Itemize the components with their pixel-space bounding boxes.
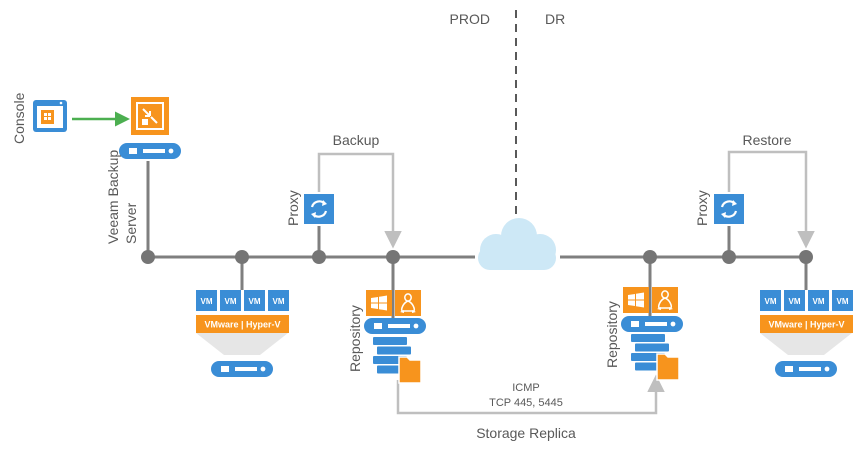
host-left[interactable]: VM VM VM VM VMware | Hyper-V (196, 290, 289, 355)
vm-label: VM (813, 297, 825, 306)
repository-left-label: Repository (347, 305, 363, 372)
vm-box (220, 290, 241, 311)
host-left-rack (211, 361, 273, 377)
network-drops (146, 161, 808, 318)
hypervisor-label: VMware | Hyper-V (768, 320, 844, 330)
vm-label: VM (765, 297, 777, 306)
backup-server-rack (119, 143, 181, 159)
hypervisor-label: VMware | Hyper-V (204, 320, 280, 330)
console-label: Console (11, 92, 27, 144)
repository-right-rack (621, 316, 683, 332)
repository-left-rack (364, 318, 426, 334)
hypervisor-bar (760, 315, 853, 333)
vm-box (760, 290, 781, 311)
hypervisor-bar (196, 315, 289, 333)
proxy-icon[interactable] (712, 192, 746, 226)
vm-box (832, 290, 853, 311)
repository-right-label: Repository (604, 301, 620, 368)
backup-server-icon[interactable] (131, 97, 169, 135)
backup-label: Backup (333, 132, 380, 148)
vm-label: VM (249, 297, 261, 306)
proxy-icon[interactable] (302, 192, 336, 226)
host-right-rack (775, 361, 837, 377)
icmp-label: ICMP (512, 382, 540, 394)
proxy-right-label: Proxy (694, 190, 710, 226)
storage-replica-label: Storage Replica (476, 425, 576, 441)
restore-label: Restore (742, 132, 791, 148)
vm-label: VM (273, 297, 285, 306)
zone-dr-label: DR (545, 11, 565, 27)
vm-label: VM (225, 297, 237, 306)
backup-server-label: Veeam Backup Server (105, 146, 139, 244)
vm-box (268, 290, 289, 311)
windows-icon (623, 287, 649, 313)
cloud-icon (478, 218, 556, 270)
vm-box (244, 290, 265, 311)
backup-flow-arrow (317, 152, 402, 249)
vm-label: VM (201, 297, 213, 306)
vm-box (784, 290, 805, 311)
zone-prod-label: PROD (450, 11, 490, 27)
linux-icon (651, 286, 679, 314)
vm-box (808, 290, 829, 311)
windows-icon (366, 290, 392, 316)
storage-icon[interactable] (630, 333, 680, 381)
storage-icon[interactable] (372, 336, 422, 384)
linux-icon (394, 289, 422, 317)
network-nodes (141, 250, 813, 264)
restore-flow-arrow (727, 150, 815, 249)
storage-replica-arrow (396, 374, 665, 415)
vm-label: VM (789, 297, 801, 306)
tcp-ports-label: TCP 445, 5445 (489, 397, 563, 409)
proxy-left-label: Proxy (285, 190, 301, 226)
host-right[interactable]: VM VM VM VM VMware | Hyper-V (760, 290, 853, 355)
vm-box (196, 290, 217, 311)
console-icon[interactable] (33, 100, 67, 132)
vm-label: VM (837, 297, 849, 306)
